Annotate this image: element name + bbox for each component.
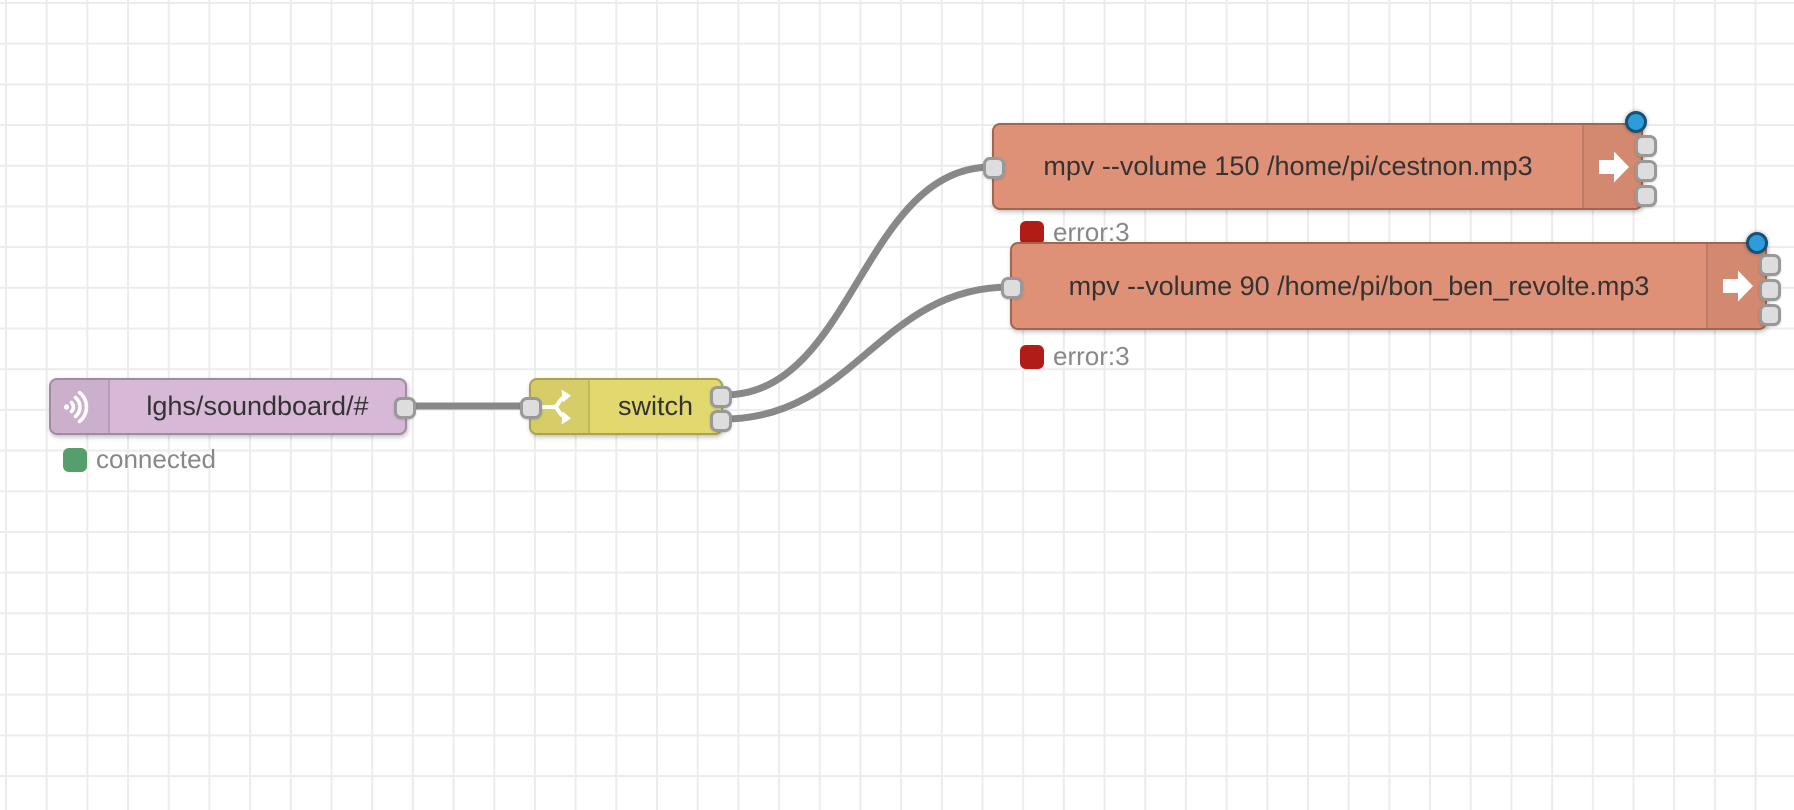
status-dot-icon [63,447,87,472]
node-status: connected [63,444,216,475]
wire-switch-to-exec1[interactable] [720,163,996,399]
port-output-2[interactable] [710,410,732,432]
node-icon-region [51,380,110,433]
status-text: connected [96,444,216,474]
node-status: error:3 [1020,341,1130,372]
node-label: switch [617,391,693,421]
node-exec-2[interactable]: mpv --volume 90 /home/pi/bon_ben_revolte… [1001,232,1781,330]
node-label: mpv --volume 90 /home/pi/bon_ben_revolte… [1068,270,1650,301]
port-output-1[interactable] [1635,135,1657,157]
node-icon-region [531,380,590,433]
port-output-2[interactable] [1635,160,1657,182]
changed-marker-icon [1625,111,1647,133]
broadcast-icon [63,390,88,423]
port-output-3[interactable] [1635,185,1657,207]
changed-marker-icon [1746,232,1768,254]
node-mqtt-in[interactable]: lghs/soundboard/# [49,378,416,435]
port-input[interactable] [520,397,542,419]
node-icon-region [1582,125,1641,208]
status-text: error:3 [1053,341,1130,371]
port-output-2[interactable] [1759,279,1781,301]
node-icon-region [1706,244,1765,328]
port-output-1[interactable] [710,386,732,408]
arrow-right-icon [1722,270,1753,302]
port-input[interactable] [1001,277,1023,299]
node-switch[interactable]: switch [520,378,732,435]
status-dot-icon [1020,344,1044,369]
node-label: lghs/soundboard/# [146,391,369,421]
wire-switch-to-exec2[interactable] [720,283,1014,423]
port-input[interactable] [983,157,1005,179]
port-output[interactable] [394,397,416,419]
node-label: mpv --volume 150 /home/pi/cestnon.mp3 [1043,151,1533,181]
port-output-1[interactable] [1759,254,1781,276]
port-output-3[interactable] [1759,304,1781,326]
fork-icon [540,389,571,424]
arrow-right-icon [1598,151,1629,182]
node-exec-1[interactable]: mpv --volume 150 /home/pi/cestnon.mp3 [983,111,1657,210]
status-dot-icon [1020,220,1044,245]
